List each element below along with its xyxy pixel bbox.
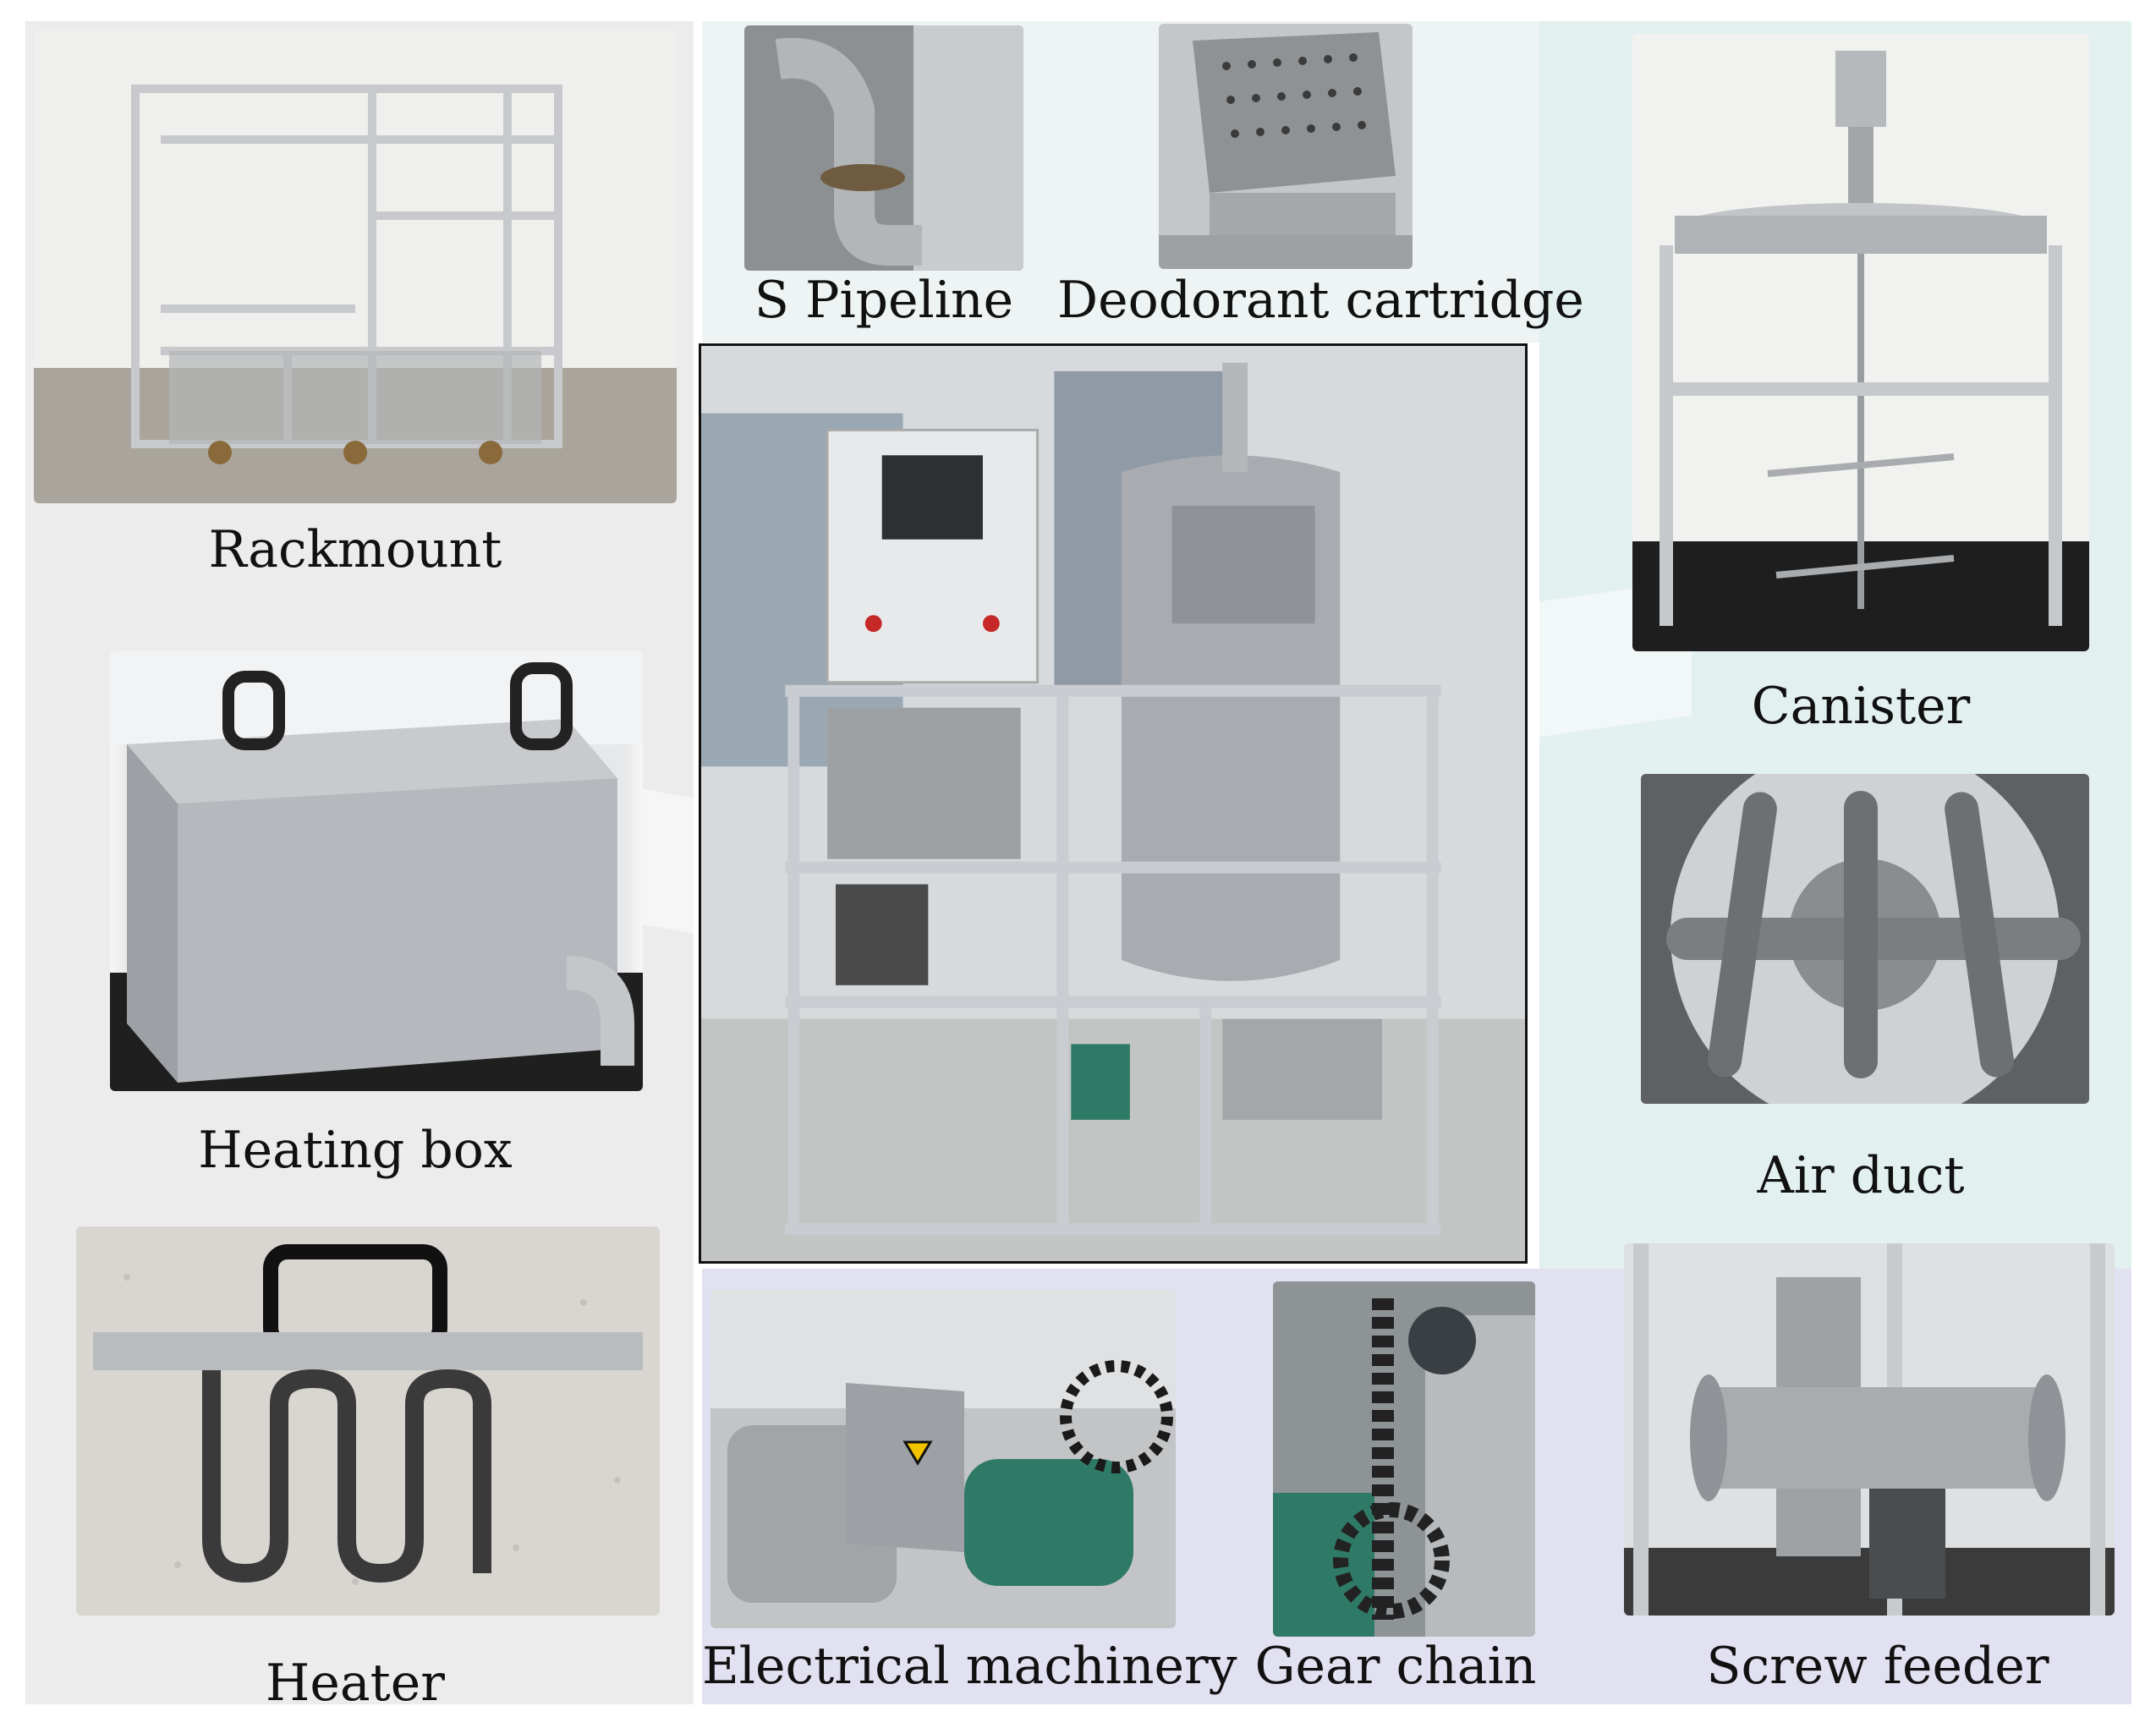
air-duct-photo	[1641, 774, 2089, 1104]
canister-photo	[1632, 34, 2089, 651]
electrical-machinery-photo	[710, 1290, 1176, 1628]
air-duct-label: Air duct	[1757, 1146, 1965, 1205]
heating-box-photo	[110, 651, 643, 1091]
s-pipeline-photo	[744, 25, 1023, 271]
screw-feeder-label: Screw feeder	[1706, 1637, 2049, 1696]
machine-overview-photo	[699, 343, 1528, 1264]
electrical-machinery-label: Electrical machinery	[702, 1637, 1237, 1696]
screw-feeder-photo	[1624, 1243, 2115, 1616]
rackmount-label: Rackmount	[208, 520, 502, 579]
gear-chain-photo	[1273, 1281, 1535, 1637]
rackmount-photo	[34, 30, 677, 503]
deodorant-cartridge-photo	[1159, 24, 1413, 269]
deodorant-cartridge-label: Deodorant cartridge	[1057, 271, 1584, 330]
canister-label: Canister	[1751, 677, 1971, 736]
heater-photo	[76, 1226, 660, 1616]
heating-box-label: Heating box	[198, 1121, 513, 1180]
heater-label: Heater	[266, 1654, 445, 1713]
s-pipeline-label: S Pipeline	[754, 271, 1014, 330]
gear-chain-label: Gear chain	[1254, 1637, 1537, 1696]
